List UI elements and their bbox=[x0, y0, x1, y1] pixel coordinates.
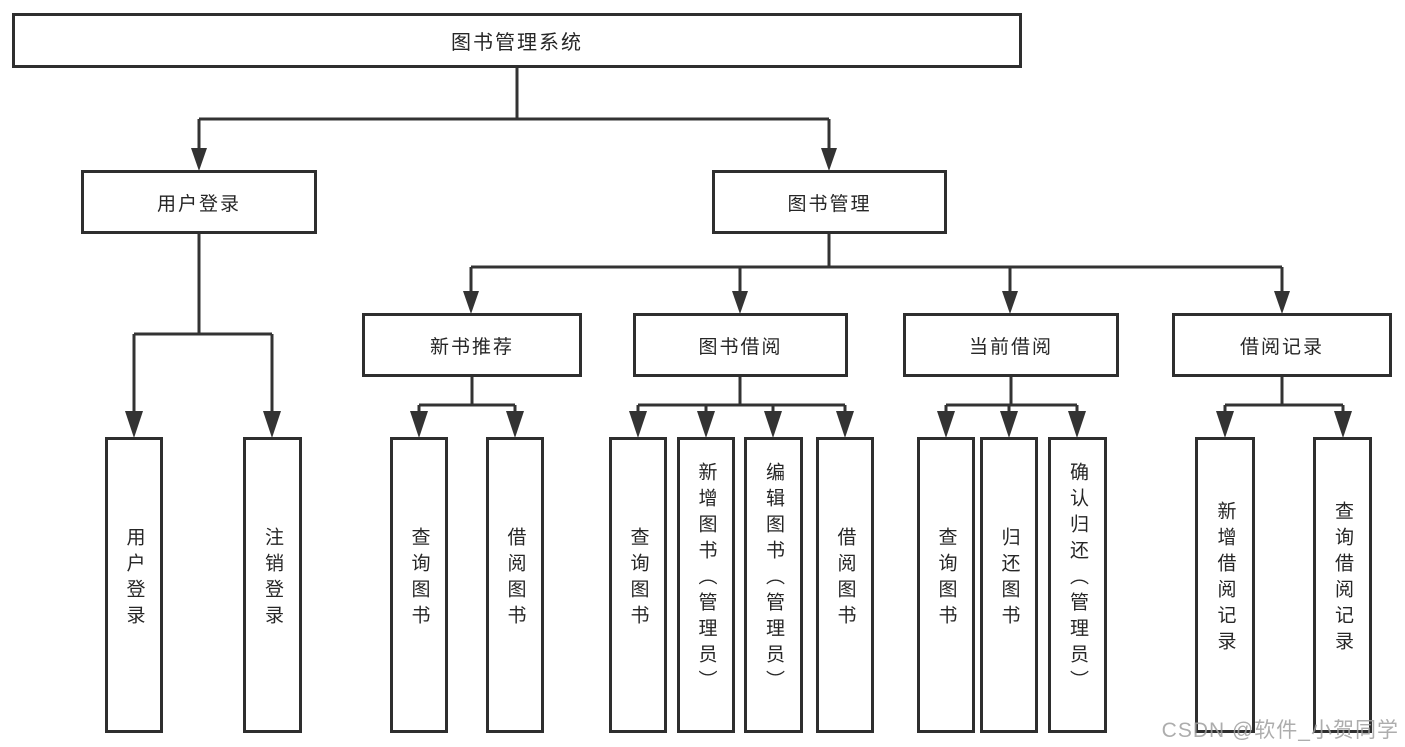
node-label: 借阅图书 bbox=[834, 527, 856, 631]
node-label: 图书管理系统 bbox=[451, 32, 583, 54]
node-label: 查询图书 bbox=[627, 527, 649, 631]
node-label: 查询借阅记录 bbox=[1332, 501, 1353, 657]
leaf-confirm-return-admin: 确认归还（管理员） bbox=[1048, 437, 1107, 733]
node-label: 编辑图书（管理员） bbox=[763, 462, 784, 696]
leaf-query-books: 查询图书 bbox=[917, 437, 975, 733]
node-root-system: 图书管理系统 bbox=[12, 13, 1022, 68]
node-book-borrowing: 图书借阅 bbox=[633, 313, 848, 377]
node-label: 借阅图书 bbox=[504, 527, 526, 631]
node-label: 查询图书 bbox=[408, 527, 430, 631]
node-label: 图书管理 bbox=[787, 193, 872, 215]
node-label: 查询图书 bbox=[935, 527, 957, 631]
node-book-management: 图书管理 bbox=[712, 170, 947, 234]
node-label: 当前借阅 bbox=[968, 336, 1053, 358]
node-borrowing-records: 借阅记录 bbox=[1172, 313, 1392, 377]
leaf-logout-login: 注销登录 bbox=[243, 437, 302, 733]
node-label: 注销登录 bbox=[262, 527, 283, 631]
node-label: 借阅记录 bbox=[1239, 336, 1324, 358]
arrowhead-icons bbox=[125, 148, 1352, 438]
node-new-book-recommend: 新书推荐 bbox=[362, 313, 582, 377]
leaf-user-login: 用户登录 bbox=[105, 437, 163, 733]
leaf-query-books: 查询图书 bbox=[390, 437, 448, 733]
node-label: 归还图书 bbox=[998, 527, 1020, 631]
node-current-borrowing: 当前借阅 bbox=[903, 313, 1119, 377]
watermark-csdn: CSDN @软件_小贺同学 bbox=[1161, 719, 1399, 742]
leaf-edit-books-admin: 编辑图书（管理员） bbox=[744, 437, 803, 733]
node-label: 用户登录 bbox=[156, 193, 241, 215]
node-label: 图书借阅 bbox=[698, 336, 783, 358]
leaf-return-books: 归还图书 bbox=[980, 437, 1038, 733]
leaf-add-books-admin: 新增图书（管理员） bbox=[677, 437, 735, 733]
node-label: 新增图书（管理员） bbox=[695, 462, 717, 696]
node-user-login: 用户登录 bbox=[81, 170, 317, 234]
node-label: 新增借阅记录 bbox=[1214, 501, 1236, 657]
leaf-query-books: 查询图书 bbox=[609, 437, 667, 733]
leaf-add-borrow-record: 新增借阅记录 bbox=[1195, 437, 1255, 733]
node-label: 确认归还（管理员） bbox=[1067, 462, 1088, 696]
node-label: 新书推荐 bbox=[429, 336, 514, 358]
leaf-borrow-books: 借阅图书 bbox=[816, 437, 874, 733]
node-label: 用户登录 bbox=[123, 527, 145, 631]
leaf-query-borrow-record: 查询借阅记录 bbox=[1313, 437, 1372, 733]
leaf-borrow-books: 借阅图书 bbox=[486, 437, 544, 733]
